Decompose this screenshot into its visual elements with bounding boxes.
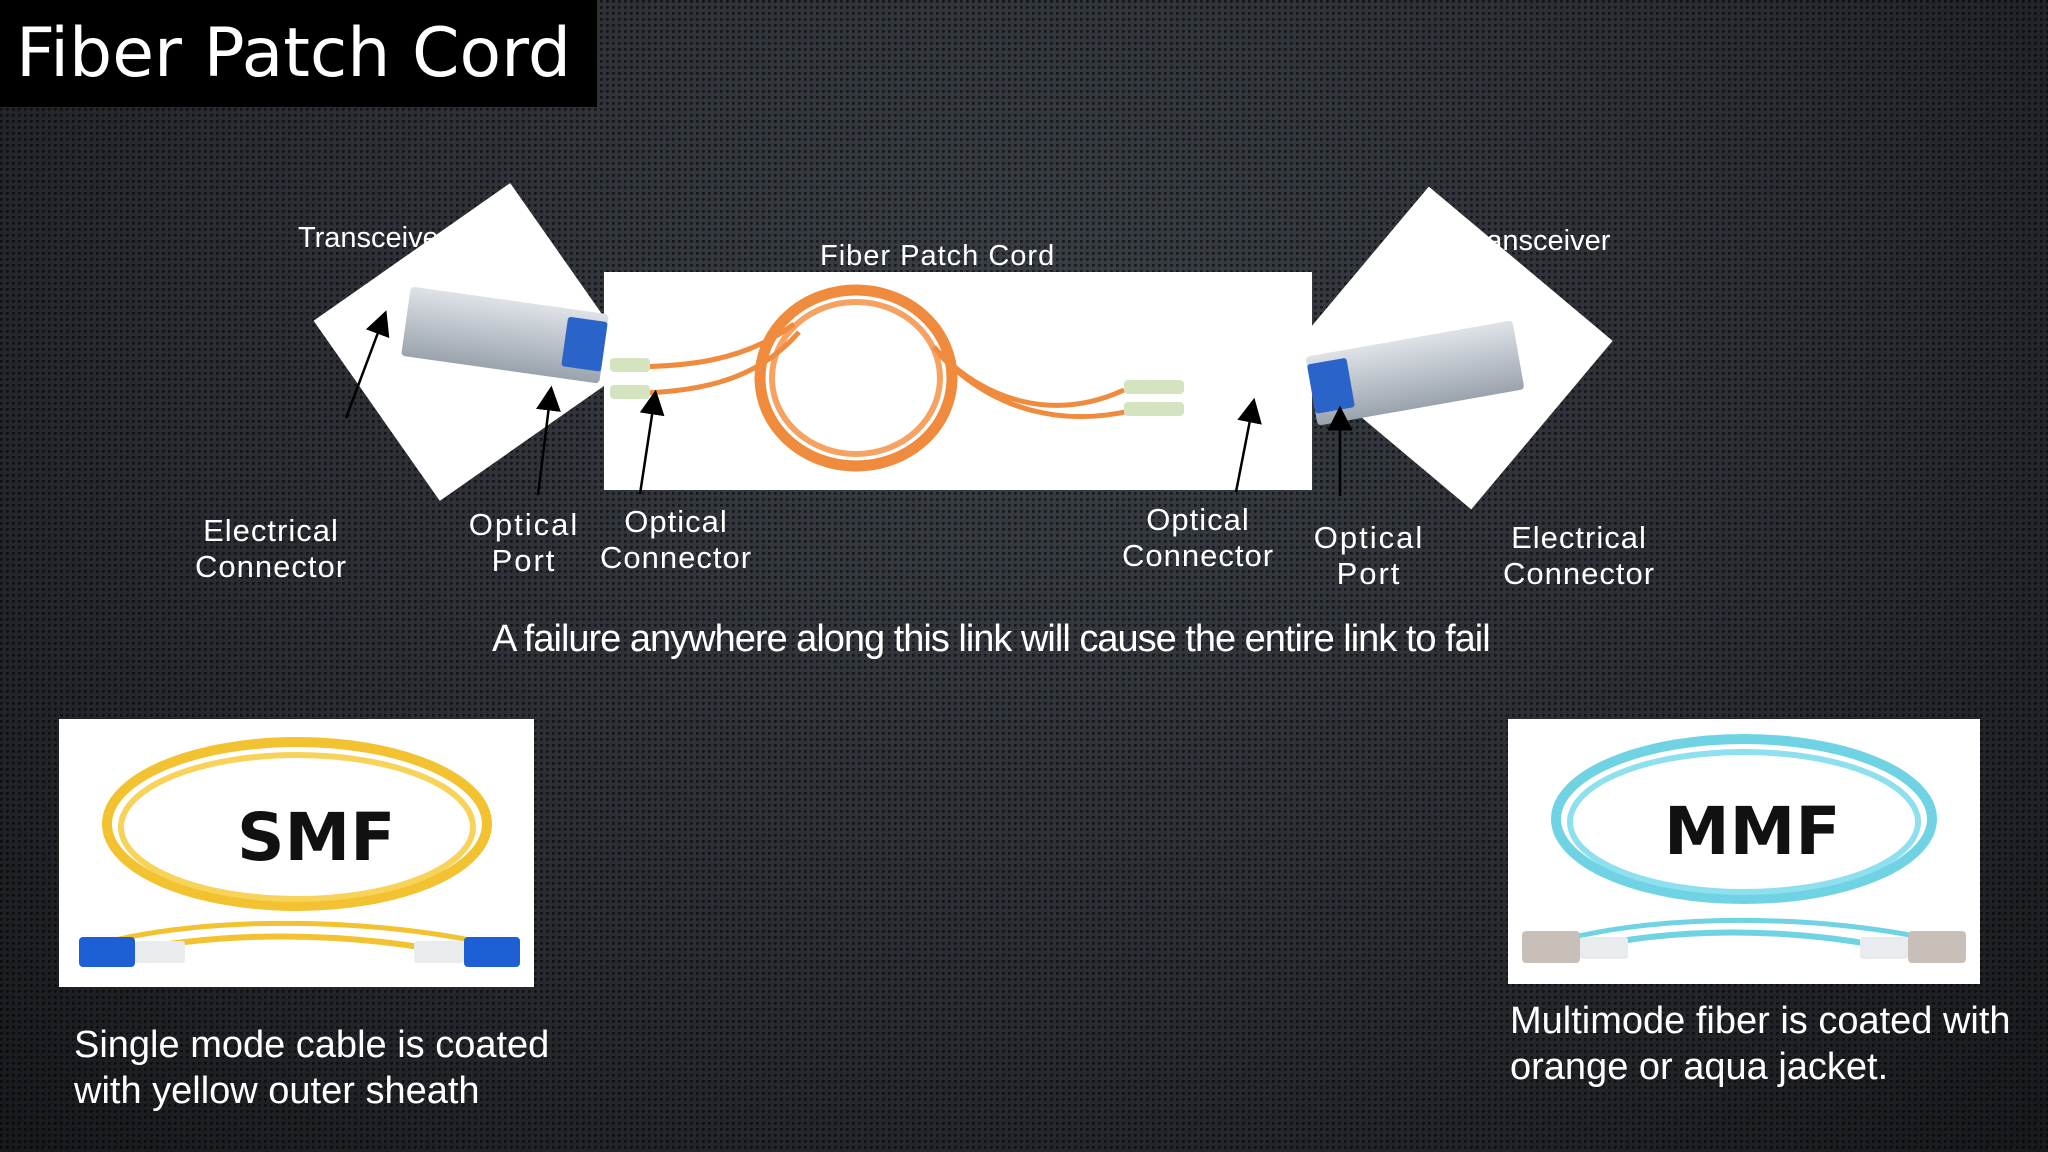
title-bar — [0, 0, 597, 107]
left-optical-connector-label: Optical Connector — [599, 504, 753, 575]
mmf-cable-drawing — [1522, 734, 1966, 963]
mmf-badge: MMF — [1664, 793, 1841, 870]
mmf-photo: MMF — [1508, 719, 1980, 984]
right-optical-port-label: Optical Port — [1313, 520, 1425, 591]
left-transceiver-label: Transceiver — [298, 222, 449, 254]
failure-statement: A failure anywhere along this link will … — [492, 618, 1491, 660]
right-electrical-connector-label: Electrical Connector — [1502, 520, 1656, 591]
left-optical-port-label: Optical Port — [468, 507, 580, 578]
right-optical-connector-label: Optical Connector — [1121, 502, 1275, 573]
patch-cord-photo — [604, 272, 1312, 490]
smf-caption: Single mode cable is coated with yellow … — [74, 1024, 550, 1112]
slide-title: Fiber Patch Cord — [16, 14, 572, 93]
mmf-caption: Multimode fiber is coated with orange or… — [1510, 1000, 2011, 1088]
cord-label: Fiber Patch Cord — [820, 240, 1056, 272]
smf-badge: SMF — [237, 799, 396, 876]
orange-cord-drawing — [610, 284, 1184, 472]
left-electrical-connector-label: Electrical Connector — [194, 513, 348, 584]
smf-photo: SMF — [59, 719, 534, 987]
smf-cable-drawing — [79, 737, 520, 967]
right-transceiver-label: Transceiver — [1460, 225, 1611, 257]
